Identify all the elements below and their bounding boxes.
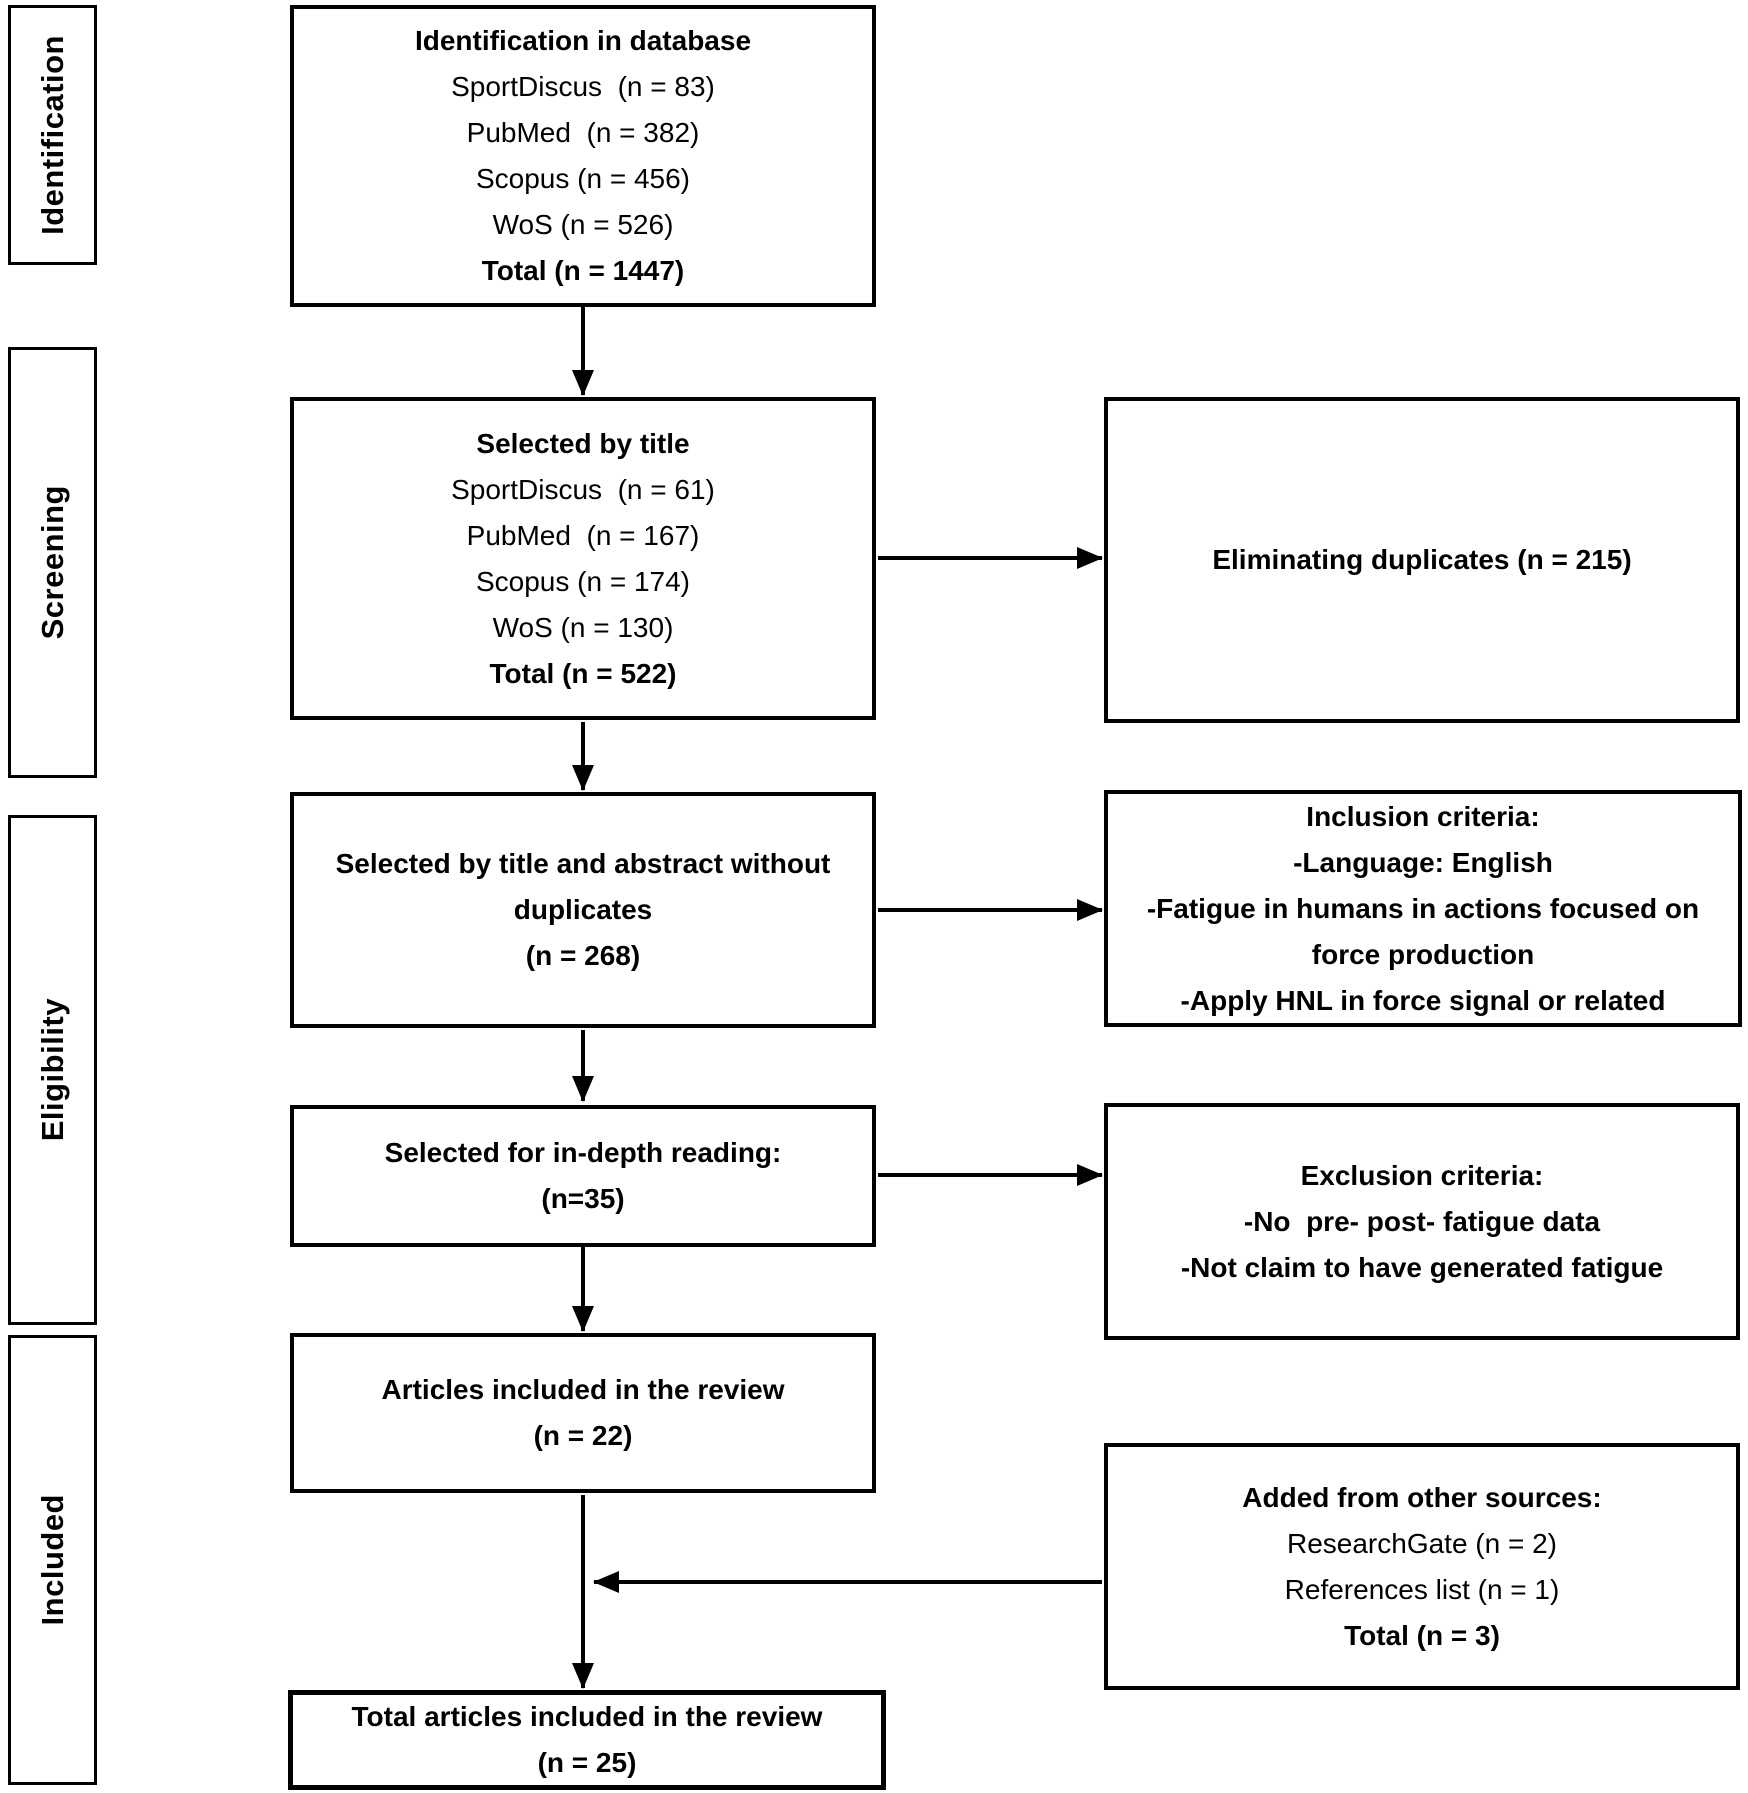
stage-box-included: Included	[8, 1335, 97, 1785]
box-title: Identification in database	[414, 25, 752, 56]
box-title: Inclusion criteria:	[1306, 800, 1540, 832]
box-selected-title-abstract: Selected by title and abstract without d…	[290, 792, 876, 1028]
box-in-depth-reading: Selected for in-depth reading: (n=35)	[290, 1105, 876, 1247]
stage-label-eligibility: Eligibility	[34, 998, 70, 1142]
box-count-line: (n = 25)	[537, 1747, 637, 1778]
criteria-line: -Language: English	[1293, 846, 1553, 878]
box-text-line: Selected for in-depth reading:	[384, 1137, 782, 1168]
criteria-line: -No pre- post- fatigue data	[1243, 1205, 1601, 1237]
box-count-line: (n = 268)	[525, 940, 641, 971]
stage-label-identification: Identification	[34, 35, 70, 235]
criteria-line: -Apply HNL in force signal or related	[1180, 984, 1666, 1016]
criteria-line: force production	[1311, 938, 1535, 970]
box-identification-in-database: Identification in database SportDiscus (…	[290, 5, 876, 307]
db-count-line: PubMed (n = 167)	[466, 519, 700, 551]
criteria-line: -Fatigue in humans in actions focused on	[1146, 892, 1700, 924]
box-text-line: Selected by title and abstract without	[335, 848, 831, 879]
box-text-line: Total articles included in the review	[351, 1701, 823, 1732]
stage-label-included: Included	[34, 1494, 70, 1626]
source-count-line: References list (n = 1)	[1284, 1573, 1560, 1605]
db-count-line: WoS (n = 526)	[492, 209, 674, 240]
box-text-line: duplicates	[513, 894, 653, 925]
box-articles-included: Articles included in the review (n = 22)	[290, 1333, 876, 1493]
box-eliminating-duplicates: Eliminating duplicates (n = 215)	[1104, 397, 1740, 723]
db-count-line: SportDiscus (n = 61)	[451, 473, 715, 505]
db-count-line: Scopus (n = 174)	[475, 565, 691, 597]
db-count-line: WoS (n = 130)	[492, 611, 674, 643]
box-inclusion-criteria: Inclusion criteria: -Language: English -…	[1104, 790, 1742, 1027]
box-added-other-sources: Added from other sources: ResearchGate (…	[1104, 1443, 1740, 1690]
box-total-articles-included: Total articles included in the review (n…	[288, 1690, 886, 1790]
box-title: Selected by title	[476, 427, 690, 459]
box-count-line: (n=35)	[541, 1183, 625, 1214]
box-text-line: Articles included in the review	[381, 1374, 785, 1405]
box-count-line: (n = 22)	[533, 1420, 633, 1451]
stage-box-eligibility: Eligibility	[8, 815, 97, 1325]
stage-box-screening: Screening	[8, 347, 97, 778]
box-text-line: Eliminating duplicates (n = 215)	[1212, 544, 1632, 575]
db-count-line: SportDiscus (n = 83)	[451, 71, 715, 102]
stage-label-screening: Screening	[34, 485, 70, 640]
db-count-line: PubMed (n = 382)	[466, 117, 700, 148]
stage-box-identification: Identification	[8, 5, 97, 265]
box-total-line: Total (n = 3)	[1344, 1619, 1500, 1651]
box-total-line: Total (n = 522)	[489, 657, 677, 689]
source-count-line: ResearchGate (n = 2)	[1286, 1527, 1558, 1559]
box-exclusion-criteria: Exclusion criteria: -No pre- post- fatig…	[1104, 1103, 1740, 1340]
criteria-line: -Not claim to have generated fatigue	[1180, 1251, 1664, 1283]
box-total-line: Total (n = 1447)	[481, 255, 685, 286]
box-title: Exclusion criteria:	[1300, 1159, 1544, 1191]
box-title: Added from other sources:	[1242, 1481, 1602, 1513]
db-count-line: Scopus (n = 456)	[475, 163, 691, 194]
box-selected-by-title: Selected by title SportDiscus (n = 61) P…	[290, 397, 876, 720]
